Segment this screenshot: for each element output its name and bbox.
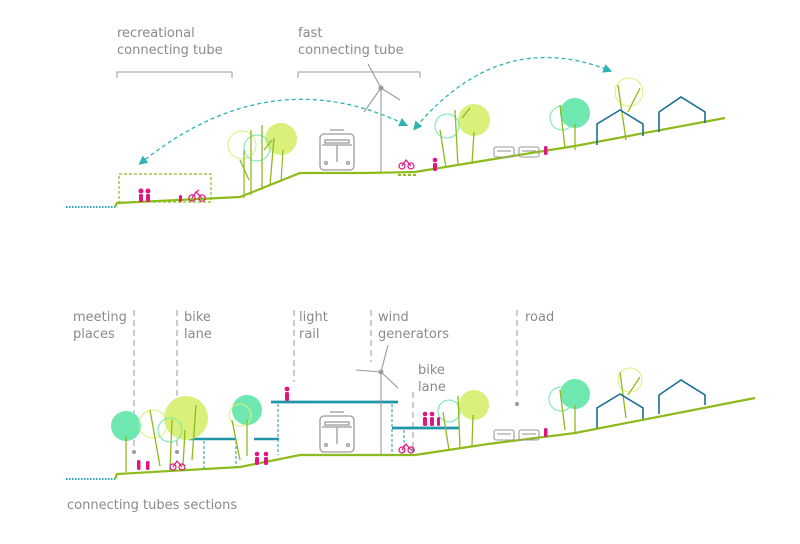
top-section: [66, 56, 726, 208]
label-bike-lane: bike lane: [184, 309, 212, 343]
leader-lines: [133, 310, 518, 452]
bike-icon-2: [398, 158, 415, 170]
tree-cluster-5: [228, 395, 262, 461]
leader-dots: [132, 402, 519, 454]
wind-turbine-icon: [363, 63, 401, 172]
pedestrian-icon-2: [432, 157, 438, 171]
caption: connecting tubes sections: [67, 498, 238, 513]
label-line: rail: [299, 327, 320, 342]
label-road: road: [525, 309, 554, 326]
bracket-fast: [297, 71, 421, 78]
pedestrian-icons-2: [137, 386, 548, 470]
bike-icon: [188, 189, 206, 202]
house-icons-2: [596, 379, 706, 428]
bike-icon-3: [169, 442, 415, 471]
label-bike-lane-2: bike lane: [418, 362, 446, 396]
label-wind-generators: wind generators: [378, 309, 449, 343]
label-light-rail: light rail: [299, 309, 328, 343]
platforms: [189, 400, 459, 470]
ground-line: [114, 116, 726, 208]
label-line: recreational: [117, 26, 195, 41]
label-line: connecting tube: [117, 43, 223, 58]
label-recreational-tube: recreational connecting tube: [117, 25, 223, 59]
label-line: meeting: [73, 310, 127, 325]
tree-cluster-1: [227, 123, 297, 198]
car-icons: [493, 146, 540, 158]
house-icons: [596, 96, 706, 145]
label-line: road: [525, 310, 555, 325]
label-line: connecting tube: [298, 43, 404, 58]
arrow-right-curve: [413, 56, 613, 131]
train-icon-2: [319, 411, 355, 453]
label-line: lane: [184, 327, 212, 342]
tree-cluster-6: [437, 390, 489, 451]
label-meeting-places: meeting places: [73, 309, 127, 343]
tree-cluster-2: [434, 104, 490, 169]
label-line: light: [299, 310, 328, 325]
label-line: bike: [184, 310, 211, 325]
label-line: places: [73, 327, 115, 342]
label-line: generators: [378, 327, 449, 342]
arrow-left-curve: [138, 98, 409, 165]
label-line: fast: [298, 26, 323, 41]
label-line: lane: [418, 380, 446, 395]
car-icons-2: [493, 429, 540, 441]
pedestrian-icon-3: [544, 146, 548, 155]
label-line: bike: [418, 363, 445, 378]
tree-cluster-7: [548, 367, 643, 432]
label-fast-tube: fast connecting tube: [298, 25, 404, 59]
bottom-section: [66, 310, 756, 480]
train-icon: [319, 129, 355, 171]
bracket-recreational: [116, 71, 233, 78]
label-line: wind: [378, 310, 409, 325]
tree-cluster-3: [549, 77, 644, 150]
wind-turbine-icon-2: [355, 344, 399, 455]
recreational-box: [118, 173, 212, 203]
pedestrian-icons: [138, 188, 182, 202]
tree-cluster-4: [111, 396, 208, 472]
